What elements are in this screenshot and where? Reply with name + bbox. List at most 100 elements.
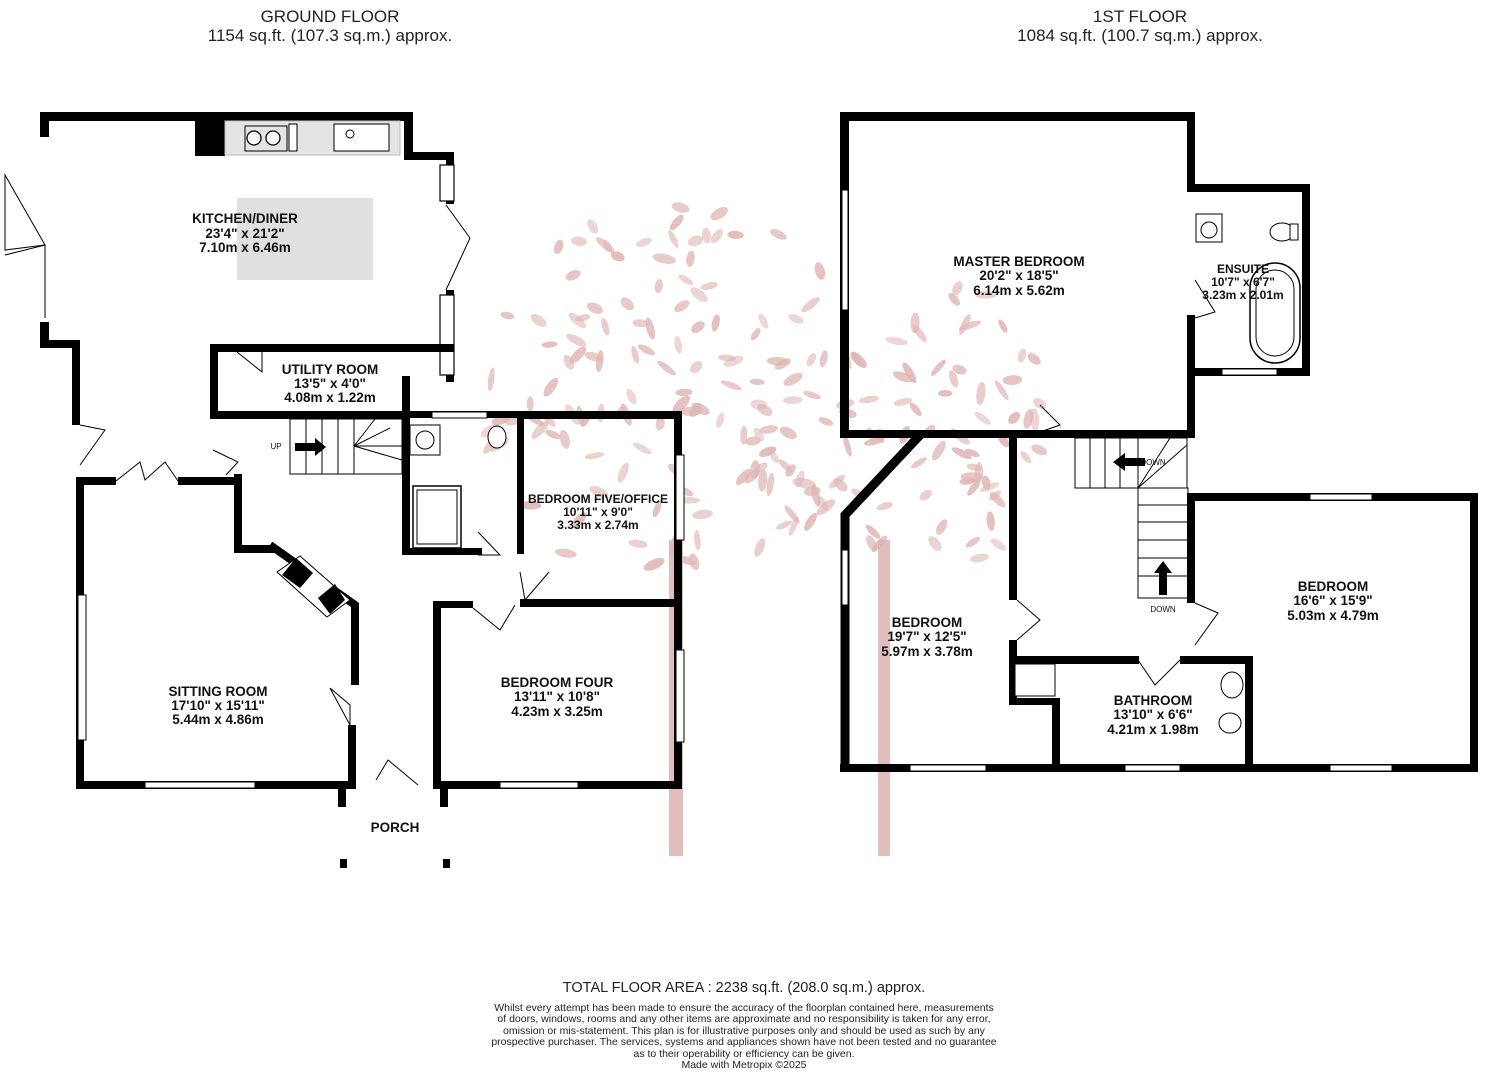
wall [840,430,1075,438]
window [909,764,987,772]
watermark-leaf [636,237,652,247]
watermark-leaf [911,457,927,469]
window [1329,764,1393,772]
wall [40,322,49,347]
watermark-leaf [587,219,599,234]
watermark-leaf [892,371,914,383]
wall [1245,656,1253,771]
room-name: SITTING ROOM [169,684,268,699]
wall [267,541,359,685]
sink-drain [345,129,355,139]
watermark-leaf [818,417,834,426]
watermark-leaf [690,360,703,374]
watermark-leaf [575,314,591,322]
stair-arrow [295,438,326,456]
watermark-leaf [1020,450,1032,464]
wall [1052,764,1478,772]
watermark-leaf [994,380,1009,400]
sink [333,123,390,152]
disclaimer-line: omission or mis-statement. This plan is … [503,1024,985,1037]
room-labels: KITCHEN/DINER 23'4" x 21'2" 7.10m x 6.46… [169,211,1379,835]
room-imperial: 20'2" x 18'5" [979,268,1058,283]
watermark-leaf [865,524,881,539]
watermark-leaf [866,535,878,552]
watermark-leaf [601,317,610,336]
watermark-leaf [595,349,604,373]
door-swing [1194,602,1219,646]
wall [210,344,454,352]
cistern [1289,223,1299,241]
door-swing [212,449,239,476]
watermark-leaf [632,319,649,328]
first-floor-header: 1ST FLOOR 1084 sq.ft. (100.7 sq.m.) appr… [980,7,1300,45]
watermark-leaf [543,377,559,397]
basin-bowl [1200,221,1218,239]
porch-label: PORCH [371,820,420,835]
wall [76,477,116,485]
watermark-leaf [959,477,976,485]
ground-floor-plan [4,112,685,868]
watermark-leaf [710,207,729,221]
watermark-leaf [779,426,797,440]
watermark-leaf [951,447,972,460]
watermark-leaf [785,464,796,477]
watermark-leaf [628,539,648,548]
front-door [375,759,419,786]
basin [1220,671,1244,699]
watermark-leaf [754,538,766,557]
watermark-leaf [745,436,761,446]
watermark-leaf [766,356,790,366]
watermark-leaf [526,396,534,412]
watermark-leaf [727,230,744,239]
room-imperial: 10'11" x 9'0" [563,505,633,519]
watermark-leaf [976,381,986,406]
room-metric: 3.33m x 2.74m [557,518,638,532]
room-name: BEDROOM FOUR [501,675,614,690]
watermark-leaf [589,486,609,499]
room-imperial: 10'7" x 6'7" [1211,275,1275,289]
wall [234,545,274,553]
watermark-leaf [569,346,587,364]
door-swing [236,351,263,374]
room-metric: 7.10m x 6.46m [199,240,291,255]
watermark-leaf [959,314,971,335]
watermark-leaf [759,425,778,434]
watermark-leaf [565,270,581,281]
watermark-leaf [596,237,615,254]
wall [517,411,682,419]
watermark-leaf [487,367,495,391]
watermark-leaf [689,403,702,417]
watermark-leaf [970,553,989,563]
watermark-leaf [749,378,765,385]
wall [1009,698,1059,705]
watermark-leaf [758,446,777,458]
disclaimer-line: as to their operability or efficiency ca… [633,1047,855,1060]
kitchen-island [237,198,373,280]
watermark-leaf [530,314,547,327]
disclaimer-line: of doors, windows, rooms and any other i… [497,1013,991,1026]
watermark-leaf [876,502,893,511]
basin [1195,213,1223,243]
watermark-leaf [750,460,761,479]
stair-arrow [1154,561,1172,595]
watermark-leaf [769,450,779,464]
watermark-leaf [652,501,662,518]
watermark-leaf [758,313,769,329]
watermark-leaf [964,448,980,458]
hob-ring [246,130,262,146]
room-name: BEDROOM FIVE/OFFICE [528,492,668,506]
wall [404,112,413,160]
watermark-leaf [672,395,690,413]
stairs-down-label: DOWN [1140,458,1166,467]
watermark-leaf [750,328,761,341]
watermark-leaf [674,300,690,313]
watermark-leaf [949,370,959,388]
watermark-leaf [668,230,679,248]
watermark-leaf [571,512,587,529]
watermark-leaf [981,475,991,490]
room-metric: 5.44m x 4.86m [172,712,264,727]
wall [517,411,524,554]
watermark-leaf [740,425,748,445]
wall [1052,698,1060,770]
watermark-leaf [965,536,981,548]
